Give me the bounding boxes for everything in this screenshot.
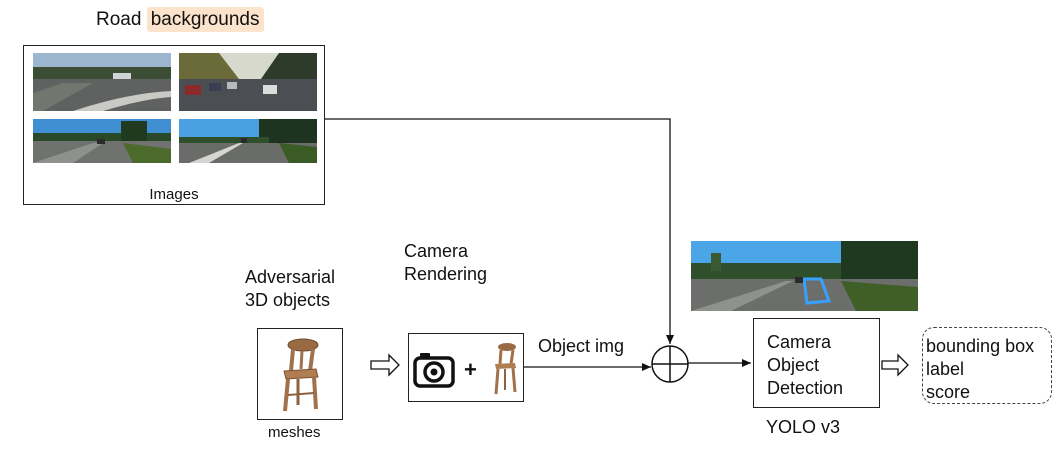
road-photo-2 bbox=[179, 53, 317, 111]
road-photo-3 bbox=[33, 119, 171, 163]
output-label: label bbox=[926, 359, 965, 379]
rendering-box: + bbox=[408, 333, 524, 402]
circled-plus-icon bbox=[651, 345, 689, 383]
detection-line1: Camera bbox=[767, 332, 832, 352]
title-highlight: backgrounds bbox=[146, 7, 264, 32]
plus-sign: + bbox=[464, 357, 477, 382]
object-img-label: Object img bbox=[538, 336, 625, 356]
hollow-right-arrow-icon bbox=[881, 353, 909, 377]
adversarial-3d-objects-label: Adversarial 3D objects bbox=[245, 266, 335, 312]
camera-icon bbox=[413, 353, 455, 388]
rendering-line2: Rendering bbox=[404, 264, 488, 284]
images-caption: Images bbox=[149, 186, 199, 203]
title-prefix: Road bbox=[96, 9, 142, 30]
output-bounding-box: bounding box bbox=[926, 336, 1035, 356]
output-score: score bbox=[926, 382, 971, 402]
detection-line2: Object bbox=[767, 355, 820, 375]
rendering-line1: Camera bbox=[404, 241, 469, 261]
adversarial-line2: 3D objects bbox=[245, 290, 331, 310]
chair-icon bbox=[283, 338, 319, 412]
hollow-right-arrow-icon bbox=[370, 353, 400, 377]
road-photo-4 bbox=[179, 119, 317, 163]
road-images-box: Images bbox=[23, 45, 325, 205]
background-path-arrow bbox=[325, 118, 674, 344]
yolo-v3-caption: YOLO v3 bbox=[766, 417, 841, 437]
road-backgrounds-title: Road backgrounds bbox=[96, 7, 264, 32]
meshes-caption: meshes bbox=[268, 424, 321, 441]
camera-rendering-label: Camera Rendering bbox=[404, 240, 487, 286]
adversarial-line1: Adversarial bbox=[245, 267, 336, 287]
camera-object-detection-box: Camera Object Detection bbox=[753, 318, 880, 408]
detection-outputs-box: bounding box label score bbox=[922, 327, 1052, 404]
detection-example-photo bbox=[691, 241, 918, 311]
mesh-box bbox=[257, 328, 343, 420]
road-photo-1 bbox=[33, 53, 171, 111]
detection-line3: Detection bbox=[767, 378, 844, 398]
chair-icon bbox=[494, 343, 517, 395]
